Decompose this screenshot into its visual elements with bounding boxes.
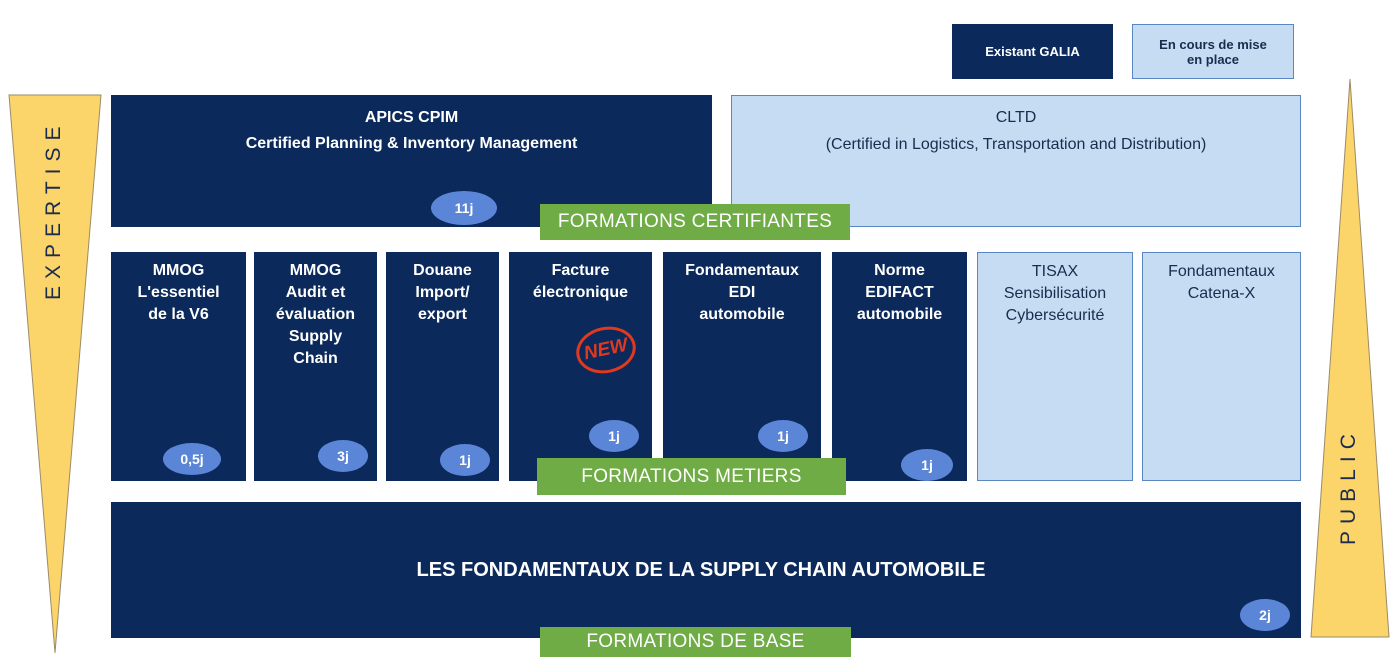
card-douane: Douane Import/ export: [386, 252, 499, 481]
legend-existing-label: Existant GALIA: [985, 44, 1080, 59]
duration-pill: 3j: [318, 440, 368, 472]
base-box: LES FONDAMENTAUX DE LA SUPPLY CHAIN AUTO…: [111, 502, 1301, 638]
card-catena-x: Fondamentaux Catena-X: [1142, 252, 1301, 481]
card-line: évaluation: [275, 306, 356, 323]
card-line: L'essentiel: [137, 284, 220, 301]
card-line: EDIFACT: [865, 284, 934, 301]
card-line: Chain: [293, 350, 338, 367]
card-line: export: [418, 306, 467, 323]
duration-pill: 2j: [1240, 599, 1290, 631]
card-line: automobile: [699, 306, 785, 323]
card-mmog-essentiel: MMOG L'essentiel de la V6: [111, 252, 246, 481]
card-title: Douane Import/ export: [413, 252, 472, 326]
card-title: Fondamentaux Catena-X: [1168, 253, 1275, 305]
card-line: MMOG: [289, 262, 342, 279]
formations-de-base-banner: FORMATIONS DE BASE: [540, 627, 851, 657]
card-line: Facture: [551, 262, 610, 279]
public-label: PUBLIC: [1337, 427, 1360, 545]
duration-pill: 1j: [901, 449, 953, 481]
apics-duration-pill: 11j: [431, 191, 497, 225]
card-title: TISAX Sensibilisation Cybersécurité: [1004, 253, 1106, 327]
card-line: Sensibilisation: [1003, 285, 1107, 302]
card-line: Supply: [288, 328, 343, 345]
card-line: Fondamentaux: [685, 262, 799, 279]
card-tisax: TISAX Sensibilisation Cybersécurité: [977, 252, 1133, 481]
duration-pill: 0,5j: [163, 443, 221, 475]
cltd-subtitle: (Certified in Logistics, Transportation …: [825, 136, 1207, 153]
duration-pill: 1j: [440, 444, 490, 476]
apics-title: APICS CPIM: [364, 109, 459, 126]
legend-in-progress-label: En cours de mise en place: [1159, 36, 1267, 67]
card-line: Fondamentaux: [1168, 263, 1275, 280]
base-title: LES FONDAMENTAUX DE LA SUPPLY CHAIN AUTO…: [416, 558, 986, 581]
formations-metiers-banner: FORMATIONS METIERS: [537, 458, 846, 495]
card-title: MMOG Audit et évaluation Supply Chain: [276, 252, 355, 370]
card-norme-edifact: Norme EDIFACT automobile: [832, 252, 967, 481]
legend-existing: Existant GALIA: [952, 24, 1113, 79]
expertise-label: EXPERTISE: [42, 119, 65, 301]
expertise-triangle: [8, 94, 102, 654]
card-line: automobile: [856, 306, 943, 323]
apics-subtitle: Certified Planning & Inventory Managemen…: [245, 135, 578, 152]
legend-in-progress: En cours de mise en place: [1132, 24, 1294, 79]
card-line: MMOG: [152, 262, 205, 279]
cltd-title: CLTD: [995, 109, 1037, 126]
card-line: de la V6: [148, 306, 209, 323]
card-line: électronique: [532, 284, 629, 301]
card-title: Norme EDIFACT automobile: [857, 252, 942, 326]
card-line: Cybersécurité: [1005, 307, 1105, 324]
card-line: Douane: [413, 262, 472, 279]
card-title: MMOG L'essentiel de la V6: [137, 252, 219, 326]
card-title: Facture électronique: [533, 252, 628, 304]
formations-certifiantes-banner: FORMATIONS CERTIFIANTES: [540, 204, 850, 240]
card-title: Fondamentaux EDI automobile: [685, 252, 799, 326]
card-line: Import/: [415, 284, 470, 301]
card-line: Norme: [874, 262, 925, 279]
card-line: EDI: [728, 284, 756, 301]
card-line: Catena-X: [1187, 285, 1256, 302]
card-line: Audit et: [285, 284, 346, 301]
duration-pill: 1j: [758, 420, 808, 452]
card-line: TISAX: [1031, 263, 1079, 280]
public-triangle: [1310, 78, 1390, 638]
duration-pill: 1j: [589, 420, 639, 452]
